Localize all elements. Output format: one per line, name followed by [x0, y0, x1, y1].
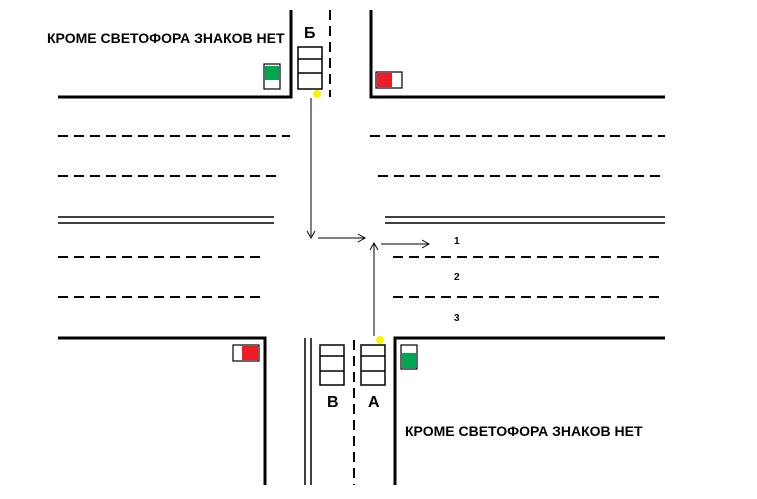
curb-top-right [369, 10, 665, 99]
car-v [319, 344, 345, 386]
road-edges [58, 10, 665, 485]
car-label-b: Б [304, 25, 316, 42]
traffic-light-bottom-left [232, 344, 260, 362]
curb-top-left [58, 10, 293, 99]
lane-number-2: 2 [454, 272, 460, 283]
car-label-a: А [368, 394, 380, 411]
traffic-light-top-right [375, 71, 403, 89]
curb-bottom-right [393, 336, 665, 485]
note-bottom-right: КРОМЕ СВЕТОФОРА ЗНАКОВ НЕТ [405, 423, 643, 439]
trajectories [306, 98, 431, 336]
car-a [360, 336, 386, 386]
lane-markings [58, 135, 665, 298]
curb-bottom-left [58, 336, 267, 485]
turn-signal-car-b [313, 90, 321, 98]
turn-signal-car-a [376, 336, 384, 344]
note-top-left: КРОМЕ СВЕТОФОРА ЗНАКОВ НЕТ [47, 30, 285, 46]
car-label-v: В [327, 394, 339, 411]
traffic-light-top-left [263, 63, 281, 90]
traffic-light-bottom-right [400, 344, 418, 370]
center-double-lines [58, 216, 665, 224]
vertical-markings [304, 10, 355, 485]
lane-number-3: 3 [454, 313, 460, 324]
car-b [297, 46, 323, 98]
lane-number-1: 1 [454, 236, 460, 247]
